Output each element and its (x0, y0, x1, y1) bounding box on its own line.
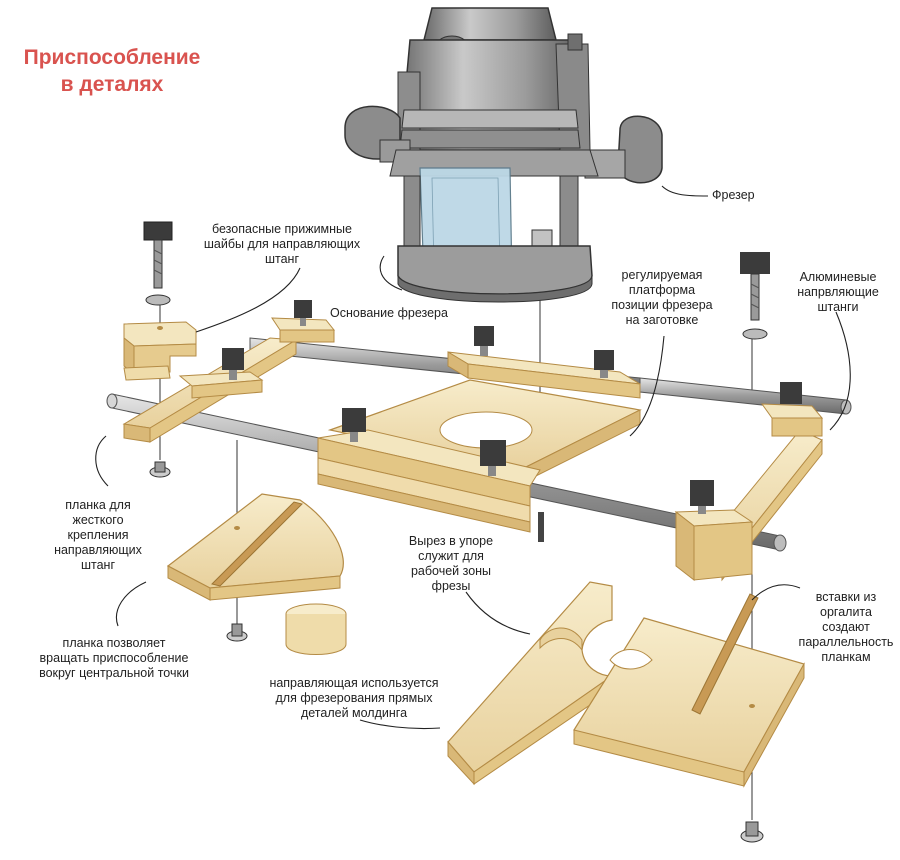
label-guide: направляющая используется для фрезерован… (252, 676, 456, 721)
label-inserts-line-3: создают (822, 620, 870, 634)
label-platform: регулируемая платформа позиции фрезера н… (600, 268, 724, 328)
label-bar-line-2: жесткого (72, 513, 124, 527)
label-pivot-line-2: вращать приспособление (39, 651, 189, 665)
left-knob-block (178, 348, 264, 399)
label-washers: безопасные прижимные шайбы для направляю… (196, 222, 368, 267)
label-bar-line-1: планка для (65, 498, 131, 512)
label-platform-line-2: платформа (628, 283, 696, 297)
label-cutout-line-2: служит для (418, 549, 484, 563)
title-line-2: в деталях (60, 73, 164, 96)
back-block (447, 326, 641, 399)
label-router-base: Основание фрезера (330, 306, 448, 320)
pivot-cylinder (285, 603, 347, 655)
label-guide-line-2: для фрезерования прямых (275, 691, 433, 705)
clamp-block-left (123, 321, 197, 381)
router (344, 7, 663, 303)
label-platform-line-4: на заготовке (625, 313, 699, 327)
diagram-title: Приспособление в деталях (4, 44, 220, 98)
label-inserts: вставки из оргалита создают параллельнос… (796, 590, 896, 665)
top-left-block (271, 300, 336, 343)
right-back-block (760, 382, 824, 437)
label-bar-line-5: штанг (80, 558, 116, 572)
front-main-block (317, 408, 544, 542)
label-cutout-line-3: рабочей зоны (410, 564, 492, 578)
label-inserts-line-4: параллельность (798, 635, 894, 649)
washer-knob-left (143, 221, 173, 306)
label-pivot-line-3: вокруг центральной точки (39, 666, 189, 680)
label-rods-line-2: напрвляющие (797, 285, 879, 299)
label-platform-line-1: регулируемая (621, 268, 703, 282)
pivot-plate (166, 493, 344, 601)
label-rods: Алюминевые напрвляющие штанги (786, 270, 890, 315)
t-nut-pivot (226, 623, 248, 642)
label-rods-line-3: штанги (817, 300, 859, 314)
label-washers-line-1: безопасные прижимные (211, 222, 352, 236)
label-guide-line-1: направляющая используется (269, 676, 439, 690)
label-inserts-line-1: вставки из (815, 590, 877, 604)
label-cutout: Вырез в упоре служит для рабочей зоны фр… (396, 534, 506, 594)
label-bar: планка для жесткого крепления направляющ… (38, 498, 158, 573)
label-router: Фрезер (712, 188, 755, 202)
label-washers-line-2: шайбы для направляющих (203, 237, 361, 251)
label-guide-line-3: деталей молдинга (300, 706, 408, 720)
label-cutout-line-4: фрезы (431, 579, 471, 593)
right-front-block (674, 480, 754, 582)
guide-board-right (573, 593, 805, 788)
label-pivot-line-1: планка позволяет (62, 636, 166, 650)
label-washers-line-3: штанг (264, 252, 300, 266)
label-bar-line-3: крепления (67, 528, 129, 542)
label-inserts-line-5: планкам (821, 650, 871, 664)
label-inserts-line-2: оргалита (820, 605, 872, 619)
t-nut-bottom (740, 821, 764, 843)
label-cutout-line-1: Вырез в упоре (408, 534, 494, 548)
washer-knob-right (740, 252, 770, 340)
label-rods-line-1: Алюминевые (799, 270, 877, 284)
leader-lines (95, 185, 851, 730)
label-pivot: планка позволяет вращать приспособление … (14, 636, 214, 681)
label-platform-line-3: позиции фрезера (611, 298, 713, 312)
title-line-1: Приспособление (23, 46, 201, 69)
guide-board-left (447, 581, 614, 786)
t-nut-left (149, 461, 171, 478)
router-platform (327, 379, 642, 485)
label-bar-line-4: направляющих (54, 543, 142, 557)
